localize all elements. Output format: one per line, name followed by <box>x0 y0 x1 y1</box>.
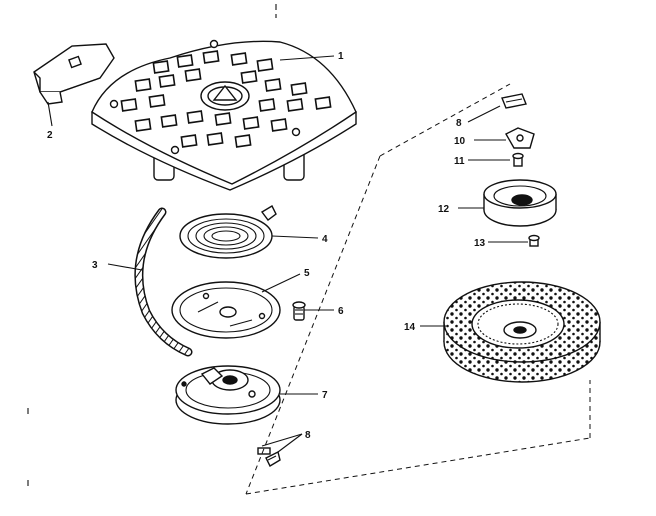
leader-lines <box>47 55 528 453</box>
label-part-13: 13 <box>474 238 486 249</box>
flywheel-screen <box>443 281 601 383</box>
pawl-spring-pair <box>257 447 281 467</box>
cup-mount-screw <box>528 234 540 247</box>
label-part-4: 4 <box>322 234 328 245</box>
cup-screw <box>512 152 524 167</box>
label-part-5: 5 <box>304 268 310 279</box>
label-part-10: 10 <box>454 136 466 147</box>
label-part-12: 12 <box>438 204 450 215</box>
part-number-labels: 1 2 3 4 5 6 7 8 8 10 11 12 13 14 <box>47 51 486 441</box>
pawl-plate <box>501 93 527 109</box>
label-part-7: 7 <box>322 390 328 401</box>
spring-retainer-plate <box>171 281 281 339</box>
starter-housing <box>91 39 357 191</box>
rewind-spring <box>179 205 277 259</box>
retainer-screw <box>292 301 306 321</box>
assembly-grouping-lines <box>245 83 591 495</box>
label-part-8-lower: 8 <box>305 430 311 441</box>
label-part-6: 6 <box>338 306 344 317</box>
rope-pulley <box>175 365 281 425</box>
label-part-1: 1 <box>338 51 344 62</box>
starter-cup <box>483 179 557 227</box>
label-part-3: 3 <box>92 260 98 271</box>
label-part-2: 2 <box>47 130 53 141</box>
brake-retainer <box>505 127 535 149</box>
label-part-14: 14 <box>404 322 416 333</box>
label-part-8-upper: 8 <box>456 118 462 129</box>
starter-rope <box>134 207 193 357</box>
label-part-11: 11 <box>454 156 465 167</box>
starter-handle <box>33 43 115 105</box>
